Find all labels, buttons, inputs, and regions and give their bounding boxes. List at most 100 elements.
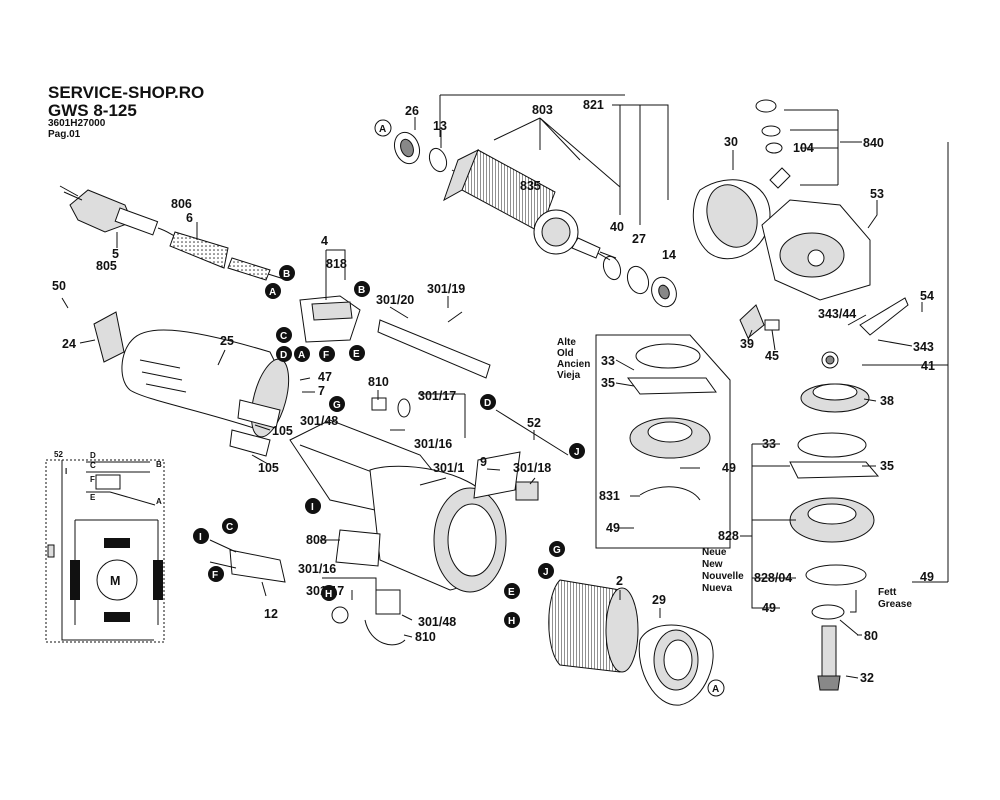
callout-47: 47: [318, 370, 332, 384]
label-vieja: Vieja: [557, 370, 581, 381]
svg-text:F: F: [323, 350, 329, 361]
label-nueva: Nueva: [702, 583, 732, 594]
svg-text:J: J: [574, 447, 580, 458]
callout-27: 27: [632, 232, 646, 246]
svg-text:A: A: [298, 350, 305, 361]
callout-301-48-top: 301/48: [300, 414, 338, 428]
wiring-schematic: [45, 459, 165, 643]
callout-45: 45: [765, 349, 779, 363]
marker-a-switch: A: [294, 346, 310, 362]
svg-text:C: C: [280, 331, 287, 342]
callout-41: 41: [921, 359, 935, 373]
label-old: Old: [557, 348, 574, 359]
schematic-motor-label: M: [110, 574, 120, 588]
motor-housing-drawing: [121, 329, 290, 457]
callout-12: 12: [264, 607, 278, 621]
marker-j-cable: J: [569, 443, 585, 459]
label-nouvelle: Nouvelle: [702, 571, 744, 582]
svg-text:B: B: [283, 269, 290, 280]
callout-343-44: 343/44: [818, 307, 856, 321]
marker-c-switch: C: [276, 327, 292, 343]
marker-c-brush: C: [222, 518, 238, 534]
callout-301-48-bottom: 301/48: [418, 615, 456, 629]
callout-25: 25: [220, 334, 234, 348]
svg-text:A: A: [712, 684, 719, 695]
callout-831: 831: [599, 489, 620, 503]
callout-49-old-b: 49: [606, 521, 620, 535]
schematic-label-a: A: [156, 497, 162, 506]
marker-g-top: G: [329, 396, 345, 412]
svg-text:F: F: [212, 570, 218, 581]
callout-806: 806: [171, 197, 192, 211]
marker-e-stator: E: [504, 583, 520, 599]
callout-26: 26: [405, 104, 419, 118]
power-cable-drawing: [59, 185, 285, 281]
callout-32: 32: [860, 671, 874, 685]
callout-39: 39: [740, 337, 754, 351]
callout-810-bottom: 810: [415, 630, 436, 644]
callout-14: 14: [662, 248, 676, 262]
svg-text:D: D: [280, 350, 287, 361]
page-label: Pag.01: [48, 129, 81, 140]
stator-drawing: [548, 579, 714, 706]
svg-text:G: G: [333, 400, 341, 411]
callout-818: 818: [326, 257, 347, 271]
svg-text:G: G: [553, 545, 561, 556]
svg-text:I: I: [199, 532, 202, 543]
svg-text:E: E: [508, 587, 515, 598]
schematic-label-c: C: [90, 461, 96, 470]
callout-4: 4: [321, 234, 328, 248]
callout-343: 343: [913, 340, 934, 354]
schematic-label-d: D: [90, 451, 96, 460]
callout-301-19: 301/19: [427, 282, 465, 296]
callout-105-a: 105: [272, 424, 293, 438]
callout-49-new-a: 49: [920, 570, 934, 584]
schematic-label-52: 52: [54, 450, 63, 459]
label-ancien: Ancien: [557, 359, 590, 370]
callout-54: 54: [920, 289, 934, 303]
schematic-label-i: I: [65, 467, 67, 476]
callout-6: 6: [186, 211, 193, 225]
callout-828: 828: [718, 529, 739, 543]
callout-808: 808: [306, 533, 327, 547]
callout-52: 52: [527, 416, 541, 430]
callout-301-16-bottom: 301/16: [298, 562, 336, 576]
marker-g-stator: G: [549, 541, 565, 557]
svg-text:I: I: [311, 502, 314, 513]
svg-text:D: D: [484, 398, 491, 409]
callout-301-16-top: 301/16: [414, 437, 452, 451]
callout-810-top: 810: [368, 375, 389, 389]
gear-housing-drawing: [692, 99, 871, 301]
callout-2: 2: [616, 574, 623, 588]
callout-35-new: 35: [880, 459, 894, 473]
callout-805: 805: [96, 259, 117, 273]
callout-301-20: 301/20: [376, 293, 414, 307]
callout-30: 30: [724, 135, 738, 149]
marker-a-cable: A: [265, 283, 281, 299]
callout-50: 50: [52, 279, 66, 293]
model-title: GWS 8-125: [48, 101, 137, 120]
callout-13: 13: [433, 119, 447, 133]
callout-33-new: 33: [762, 437, 776, 451]
callout-301-18: 301/18: [513, 461, 551, 475]
marker-f-switch: F: [319, 346, 335, 362]
schematic-label-f: F: [90, 475, 95, 484]
schematic-label-e: E: [90, 493, 96, 502]
callout-49-old-a: 49: [722, 461, 736, 475]
svg-text:A: A: [269, 287, 276, 298]
callout-301-17-top: 301/17: [418, 389, 456, 403]
leader-lines: [61, 94, 949, 679]
marker-d-cable: D: [480, 394, 496, 410]
callout-29: 29: [652, 593, 666, 607]
callout-104: 104: [793, 141, 814, 155]
marker-a-topleft: A: [374, 119, 392, 137]
label-fett: Fett: [878, 587, 897, 598]
callout-803: 803: [532, 103, 553, 117]
part-number: 3601H27000: [48, 118, 106, 129]
callout-835: 835: [520, 179, 541, 193]
marker-h-brush: H: [321, 585, 337, 601]
svg-text:B: B: [358, 285, 365, 296]
callout-33-old: 33: [601, 354, 615, 368]
housing-drawing: [289, 419, 539, 593]
